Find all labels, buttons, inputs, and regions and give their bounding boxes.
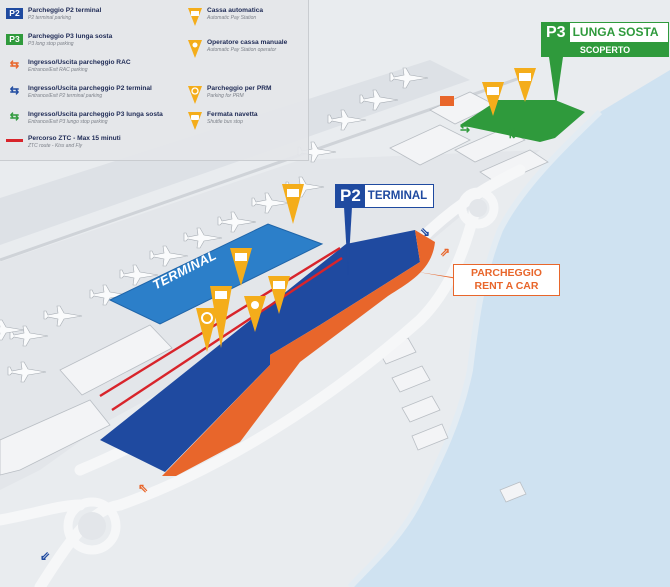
legend-sublabel: Shuttle bus stop bbox=[207, 118, 243, 125]
legend-label: Operatore cassa manuale bbox=[207, 39, 288, 46]
arrow-p2-bottom-icon: ⇙ bbox=[40, 549, 50, 563]
p3-sign-badge: P3 bbox=[542, 23, 570, 42]
arrow-rac-top-icon: ⇗ bbox=[440, 245, 450, 259]
operator-icon bbox=[188, 40, 202, 58]
legend-sublabel: Entrance/Exit RAC parking bbox=[28, 66, 88, 73]
legend-sublabel: Parking for PRM bbox=[207, 92, 244, 99]
roundabouts bbox=[63, 187, 499, 555]
p3-sign-title: LUNGA SOSTA bbox=[572, 25, 659, 39]
bus-icon bbox=[188, 112, 202, 130]
terminal-building bbox=[108, 223, 324, 325]
arrow-rac-icon: ⇆ bbox=[9, 59, 20, 71]
p3-badge: P3 bbox=[6, 34, 23, 45]
rac-parking-area bbox=[162, 230, 435, 476]
legend-sublabel: Entrance/Exit P2 terminal parking bbox=[28, 92, 103, 99]
legend-sublabel: Automatic Pay Station operator bbox=[207, 46, 277, 53]
p3-sign: P3 LUNGA SOSTA SCOPERTO bbox=[541, 22, 669, 57]
arrow-p3-right-icon: ⇅ bbox=[507, 127, 517, 141]
arrow-p3-left-icon: ⇆ bbox=[460, 121, 470, 135]
p3-sign-subtitle: SCOPERTO bbox=[541, 43, 669, 57]
legend-sublabel: Entrance/Exit P3 lungo stop parking bbox=[28, 118, 108, 125]
legend-label: Ingresso/Uscita parcheggio P3 lunga sost… bbox=[28, 111, 163, 118]
rent-sign-line1: PARCHEGGIO bbox=[471, 267, 542, 279]
legend-item-p3-access: ⇆ Ingresso/Uscita parcheggio P3 lunga so… bbox=[6, 111, 163, 125]
legend-sublabel: P2 terminal parking bbox=[28, 14, 72, 21]
arrow-p2-icon: ⇆ bbox=[9, 85, 20, 97]
legend-sublabel: P3 long stop parking bbox=[28, 40, 74, 47]
legend-label: Parcheggio P2 terminal bbox=[28, 7, 102, 14]
legend-sublabel: ZTC route - Kiss and Fly bbox=[28, 142, 83, 149]
entry-exit-arrows: ⇖ ⇗ ⇘ ⇙ ⇆ ⇅ bbox=[40, 121, 517, 563]
sign-poles bbox=[344, 57, 563, 280]
rent-sign-line2: RENT A CAR bbox=[474, 280, 539, 292]
legend-sublabel: Automatic Pay Station bbox=[207, 14, 257, 21]
legend-label: Fermata navetta bbox=[207, 111, 258, 118]
p2-sign-badge: P2 bbox=[336, 185, 365, 207]
legend-label: Ingresso/Uscita parcheggio P2 terminal bbox=[28, 85, 152, 92]
p2-parking-area bbox=[100, 230, 420, 472]
p2-sign: P2 TERMINAL bbox=[335, 184, 435, 208]
legend-label: Ingresso/Uscita parcheggio RAC bbox=[28, 59, 131, 66]
legend-item-p2-access: ⇆ Ingresso/Uscita parcheggio P2 terminal… bbox=[6, 85, 152, 99]
sea-area bbox=[350, 70, 670, 587]
arrow-p3-icon: ⇆ bbox=[9, 111, 20, 123]
p2-badge: P2 bbox=[6, 8, 23, 19]
coastline bbox=[347, 109, 603, 587]
rent-a-car-sign: PARCHEGGIO RENT A CAR bbox=[453, 264, 560, 296]
p2-sign-title: TERMINAL bbox=[367, 190, 428, 202]
arrow-p2-top-icon: ⇘ bbox=[420, 225, 430, 239]
legend-label: Parcheggio P3 lunga sosta bbox=[28, 33, 113, 40]
arrow-rac-bottom-icon: ⇖ bbox=[138, 481, 148, 495]
pay-station-icon bbox=[188, 8, 202, 26]
wheelchair-icon bbox=[188, 86, 202, 104]
legend-label: Parcheggio per PRM bbox=[207, 85, 272, 92]
red-line-icon bbox=[6, 139, 23, 142]
service-pins bbox=[196, 68, 536, 352]
legend-label: Cassa automatica bbox=[207, 7, 264, 14]
legend-label: Percorso ZTC - Max 15 minuti bbox=[28, 135, 121, 142]
